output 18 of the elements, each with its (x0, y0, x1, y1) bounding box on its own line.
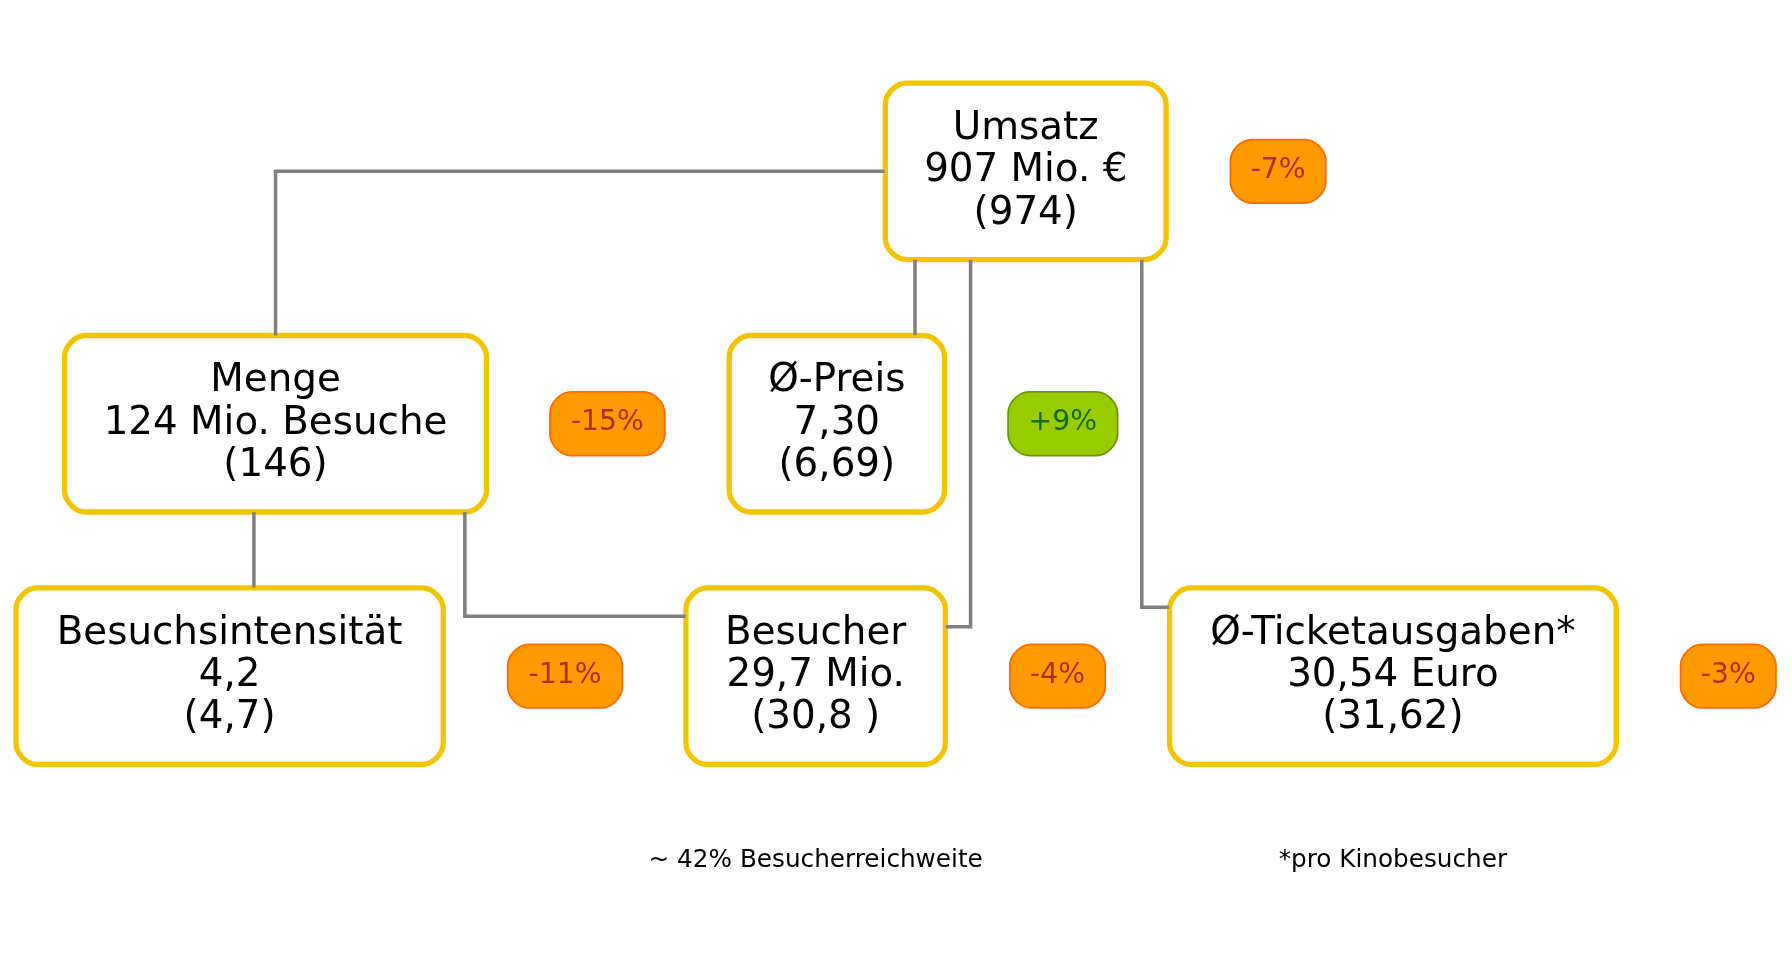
node-box: -3% (1679, 643, 1777, 709)
node-box: -15% (549, 391, 666, 457)
node-box: -11% (506, 643, 624, 709)
node-box: Ø-Preis 7,30 (6,69) (726, 332, 948, 515)
node-box: Besuchsintensität 4,2 (4,7) (13, 585, 446, 768)
node-box: -4% (1008, 643, 1107, 709)
node-box: -7% (1229, 138, 1327, 204)
node-box: Menge 124 Mio. Besuche (146) (61, 332, 490, 515)
node-box: Ø-Ticketausgaben* 30,54 Euro (31,62) (1166, 585, 1619, 768)
node-label: *pro Kinobesucher (1278, 844, 1508, 874)
node-box: +9% (1007, 391, 1119, 457)
connector (273, 169, 885, 336)
node-label: ~ 42% Besucherreichweite (648, 844, 983, 874)
node-box: Besucher 29,7 Mio. (30,8 ) (683, 585, 949, 768)
connector (463, 512, 686, 618)
connector (252, 512, 256, 588)
node-box: Umsatz 907 Mio. € (974) (882, 80, 1169, 263)
connector (913, 259, 917, 336)
